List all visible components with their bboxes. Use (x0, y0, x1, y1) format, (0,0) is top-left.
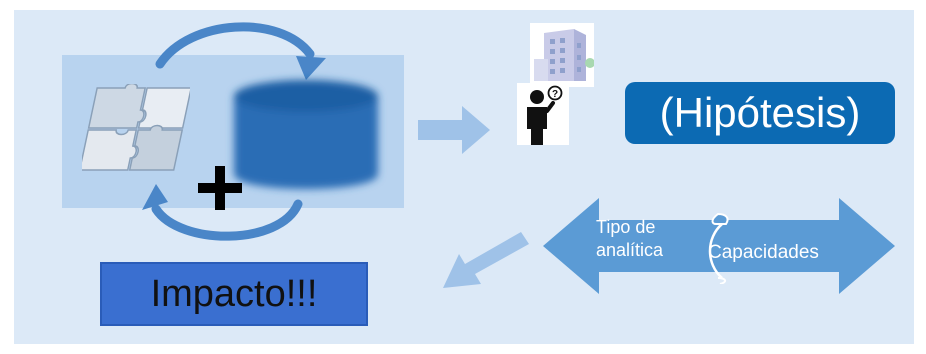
hypothesis-label: (Hipótesis) (659, 89, 861, 136)
puzzle-piece-1 (87, 84, 147, 129)
scroll-banner-icon (708, 212, 729, 284)
cycle-arrows-icon (142, 22, 326, 241)
plus-icon (198, 166, 242, 210)
svg-text:?: ? (552, 89, 558, 100)
analytics-type-line2: analítica (596, 240, 664, 260)
capabilities-label: Capacidades (708, 242, 819, 263)
puzzle-piece-4 (128, 124, 184, 171)
database-cylinder-icon (234, 80, 378, 189)
cycle-arrowhead-top (296, 56, 326, 80)
database-body (234, 96, 378, 189)
impact-box: Impacto!!! (100, 262, 368, 326)
database-top (234, 80, 378, 112)
cycle-arrow-bottom (151, 199, 303, 241)
cycle-arrowhead-bottom (142, 184, 168, 210)
hypothesis-box: (Hipótesis) (625, 82, 895, 144)
analytics-type-line1: Tipo de (596, 217, 656, 237)
puzzle-piece-3 (82, 129, 138, 171)
impact-label: Impacto!!! (150, 272, 318, 315)
cycle-arrow-top (155, 22, 315, 69)
office-building-icon (530, 23, 594, 87)
analytics-type-label: Tipo de analítica (596, 216, 706, 266)
thinking-person-icon: ? (517, 83, 569, 145)
puzzle-piece-2 (137, 87, 190, 134)
puzzle-pieces-icon (82, 84, 190, 171)
double-arrow-icon (543, 198, 895, 294)
arrow-down-left-icon (443, 232, 529, 288)
arrow-right-icon (418, 106, 490, 154)
